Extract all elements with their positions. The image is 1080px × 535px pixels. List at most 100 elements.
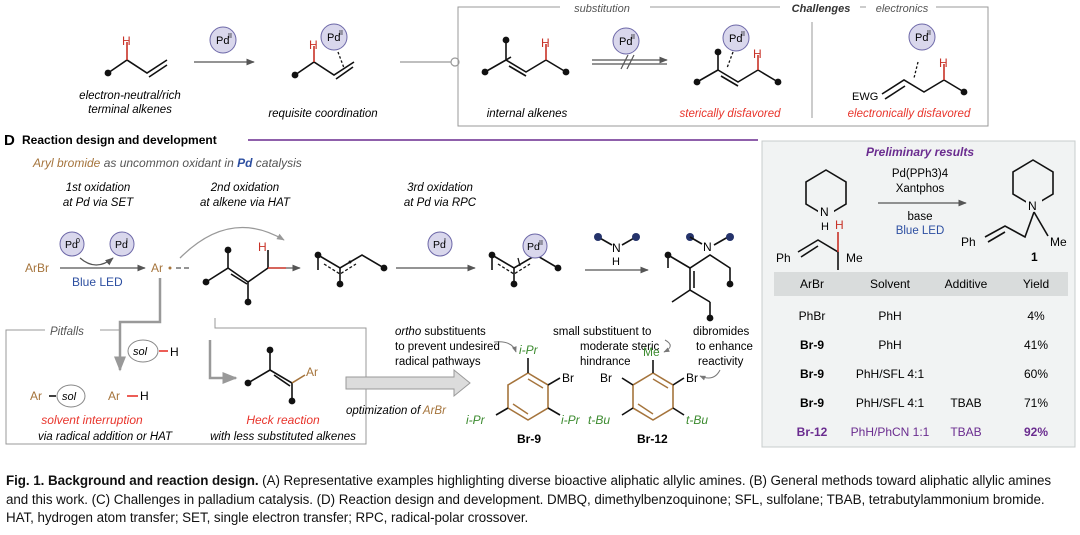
svg-text:H: H [258, 240, 267, 254]
pd-ii-badge: Pd II [209, 26, 237, 54]
note-small-sub-2: moderate steric [580, 341, 660, 353]
preliminary-substrate: Ph H Me [776, 218, 863, 270]
table-cell: 71% [1024, 396, 1048, 410]
note-ortho-2: to prevent undesired [395, 341, 500, 353]
svg-text:Me: Me [1050, 235, 1067, 249]
svg-text:0: 0 [76, 238, 80, 245]
ar-h-product: Ar [108, 389, 120, 403]
substrate-alkene: H [202, 240, 286, 306]
ox1-sub: at Pd via SET [63, 197, 134, 209]
table-cell: PhH [878, 338, 901, 352]
tab-electronics: electronics [876, 3, 929, 15]
label-requisite-coordination: requisite coordination [268, 108, 377, 120]
svg-text:Me: Me [643, 345, 660, 359]
svg-text:N: N [703, 240, 712, 254]
table-cell: 92% [1024, 425, 1048, 439]
svg-text:Pd: Pd [115, 239, 128, 251]
caption-title: Fig. 1. Background and reaction design. [6, 473, 259, 488]
arbr-label: ArBr [25, 261, 49, 275]
table-cell: PhBr [799, 309, 826, 323]
svg-text:sol: sol [133, 346, 148, 358]
table-cell: 4% [1027, 309, 1045, 323]
svg-text:sol: sol [62, 391, 77, 403]
svg-text:H: H [939, 56, 948, 70]
terminal-alkene-molecule [107, 42, 168, 78]
label-terminal-alkenes: terminal alkenes [88, 104, 172, 116]
svg-text:H: H [309, 38, 318, 52]
svg-text:Br: Br [562, 371, 574, 385]
via-radical-label: via radical addition or HAT [38, 431, 173, 443]
steric-molecule: Pd II H [693, 24, 782, 87]
table-cell: TBAB [950, 425, 981, 439]
blue-led-label: Blue LED [72, 275, 123, 289]
svg-text:H: H [140, 389, 149, 403]
svg-text:Pd: Pd [216, 35, 229, 47]
svg-text:Br: Br [600, 371, 612, 385]
svg-text:Pd: Pd [915, 32, 928, 44]
pitfalls-box [5, 318, 367, 445]
note-dibromides-3: reactivity [698, 356, 744, 368]
table-cell: PhH [878, 309, 901, 323]
svg-text:N: N [612, 241, 621, 255]
reagent-base: base [908, 211, 933, 223]
svg-text:Ph: Ph [961, 235, 976, 249]
label-electronically-disfavored: electronically disfavored [848, 108, 971, 120]
pd1-badge: Pd I [427, 231, 453, 257]
svg-text:Pd: Pd [327, 32, 340, 44]
note-small-sub-3: hindrance [580, 356, 631, 368]
pd1-badge: Pd I [109, 231, 135, 257]
svg-text:Br-9: Br-9 [517, 432, 541, 446]
caption-text: (A) Representative examples highlighting… [6, 473, 1052, 525]
table-cell: Br-9 [800, 396, 824, 410]
svg-text:Me: Me [846, 251, 863, 265]
ewg-molecule: EWG Pd II H [852, 23, 968, 103]
preliminary-product: N Ph Me 1 [961, 159, 1067, 264]
svg-text:H: H [612, 256, 620, 268]
svg-text:Pd: Pd [527, 241, 540, 253]
table-cell: PhH/SFL 4:1 [856, 367, 925, 381]
svg-text:i-Pr: i-Pr [561, 413, 581, 427]
table-cell: PhH/SFL 4:1 [856, 396, 925, 410]
label-internal-alkenes: internal alkenes [487, 108, 568, 120]
reagent-pd: Pd(PPh3)4 [892, 168, 949, 180]
svg-text:II: II [228, 33, 232, 40]
heck-product: Ar [244, 346, 318, 405]
internal-alkene-molecule: H [481, 36, 570, 77]
table-cell: Br-12 [797, 425, 828, 439]
svg-text:Br: Br [686, 371, 698, 385]
ox2-label: 2nd oxidation [210, 182, 279, 194]
allyl-radical [314, 251, 388, 288]
svg-text:Br-12: Br-12 [637, 432, 668, 446]
table-cell: TBAB [950, 396, 981, 410]
pitfalls-label: Pitfalls [50, 326, 84, 338]
table-cell: Br-9 [800, 367, 824, 381]
svg-text:Pd: Pd [433, 239, 446, 251]
ewg-label: EWG [852, 91, 878, 103]
label-sterically-disfavored: sterically disfavored [680, 108, 782, 120]
panel-d-subtitle: Aryl bromide as uncommon oxidant in Pd c… [32, 156, 302, 170]
heck-sub-label: with less substituted alkenes [210, 431, 356, 443]
pd0-badge: Pd 0 [59, 231, 85, 257]
note-ortho-3: radical pathways [395, 356, 481, 368]
ox3-label: 3rd oxidation [407, 182, 473, 194]
svg-text:t-Bu: t-Bu [588, 413, 610, 427]
svg-text:I: I [444, 238, 446, 245]
svg-text:i-Pr: i-Pr [519, 343, 539, 357]
table-cell: PhH/PhCN 1:1 [851, 425, 930, 439]
table-cell: 41% [1024, 338, 1048, 352]
label-electron-neutral: electron-neutral/rich [79, 90, 181, 102]
note-small-sub: small substituent to [553, 326, 651, 338]
heck-label: Heck reaction [246, 413, 320, 427]
svg-text:t-Bu: t-Bu [686, 413, 708, 427]
svg-text:H: H [835, 218, 844, 232]
svg-text:H: H [541, 36, 550, 50]
amine: N H [594, 233, 640, 268]
table-header-cell: Additive [945, 277, 988, 291]
ar-sol-product: Ar [30, 389, 42, 403]
note-dibromides-2: to enhance [696, 341, 753, 353]
coordinated-alkene-molecule: Pd II H [291, 23, 355, 80]
optimization-label: optimization of ArBr [346, 405, 447, 417]
figure-caption: Fig. 1. Background and reaction design. … [6, 472, 1074, 528]
svg-text:II: II [631, 34, 635, 41]
